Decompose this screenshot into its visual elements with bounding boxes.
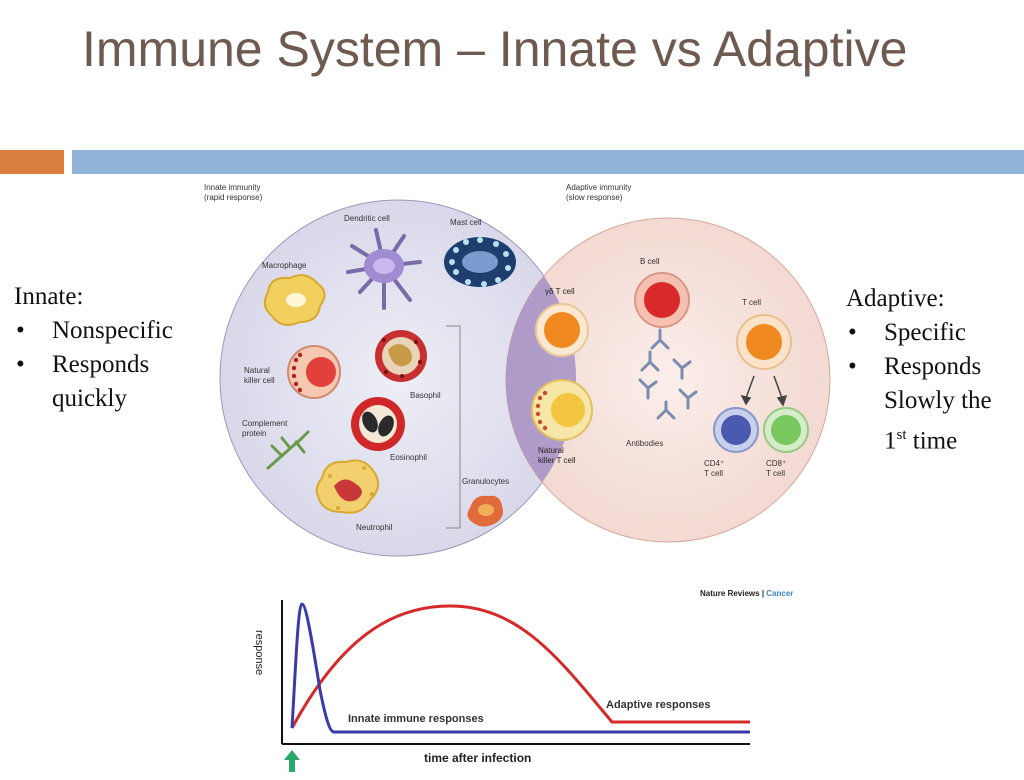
cd8-label-line2: T cell [766, 469, 785, 478]
adaptive-bullet: Specific [846, 316, 1024, 350]
nkt-cell-icon [531, 379, 593, 441]
basophil-label: Basophil [410, 391, 441, 400]
adaptive-header-line2: (slow response) [566, 193, 623, 202]
innate-heading: Innate: [14, 283, 84, 310]
t-cell-icon [736, 314, 792, 370]
cd4-label-line2: T cell [704, 469, 723, 478]
accent-bar-orange [0, 150, 64, 174]
innate-bullet: Responds quickly [14, 348, 162, 416]
cd4-label-line1: CD4⁺ [704, 459, 724, 468]
adaptive-header-line1: Adaptive immunity [566, 183, 631, 192]
macrophage-label: Macrophage [262, 261, 307, 270]
antibodies-icon [638, 328, 698, 420]
slide-title: Immune System – Innate vs Adaptive [82, 21, 908, 77]
complement-label-line2: protein [242, 429, 266, 438]
cd8-label-line1: CD8⁺ [766, 459, 786, 468]
nk-cell-label-line1: Natural [244, 366, 270, 375]
b-cell-label: B cell [640, 257, 660, 266]
basophil-icon [375, 330, 427, 382]
source-credit: Nature Reviews | Cancer [700, 589, 793, 598]
neutrophil-label: Neutrophil [356, 523, 393, 532]
antibodies-label: Antibodies [626, 439, 663, 448]
response-graph: response time after infection Innate imm… [253, 600, 750, 772]
dendritic-cell-label: Dendritic cell [344, 214, 390, 223]
graph-y-label: response [253, 630, 265, 675]
complement-label-line1: Complement [242, 419, 288, 428]
b-cell-icon [634, 272, 690, 328]
nk-cell-label-line2: killer cell [244, 376, 275, 385]
adaptive-heading: Adaptive: [846, 285, 945, 312]
infection-arrow-icon [284, 750, 300, 772]
adaptive-text-block: Adaptive: Specific Responds Slowly the 1… [846, 282, 1024, 458]
innate-bullet-list: Nonspecific Responds quickly [14, 314, 214, 416]
innate-curve-label: Innate immune responses [348, 713, 484, 725]
source-separator: | [760, 589, 767, 598]
innate-response-curve [290, 602, 750, 734]
granulocytes-bracket [446, 325, 461, 529]
innate-header-line2: (rapid response) [204, 193, 263, 202]
cd4-t-cell-icon [713, 407, 759, 453]
granulocytes-label: Granulocytes [462, 477, 509, 486]
nk-cell-icon [287, 345, 341, 399]
innate-text-block: Innate: Nonspecific Responds quickly [14, 280, 214, 416]
nkt-cell-label-line1: Natural [538, 446, 564, 455]
innate-bullet: Nonspecific [14, 314, 214, 348]
t-cell-arrows [740, 375, 788, 407]
innate-header-line1: Innate immunity [204, 183, 260, 192]
nkt-cell-label-line2: killer T cell [538, 456, 576, 465]
adaptive-bullet-list: Specific Responds Slowly the 1st time [846, 316, 1024, 458]
t-cell-label: T cell [742, 298, 761, 307]
eosinophil-label: Eosinophil [390, 453, 427, 462]
source-journal: Cancer [766, 589, 793, 598]
granulocyte-icon [467, 495, 503, 527]
mast-cell-icon [444, 237, 516, 287]
mast-cell-label: Mast cell [450, 218, 482, 227]
cd8-t-cell-icon [763, 407, 809, 453]
eosinophil-icon [351, 397, 405, 451]
source-brand: Nature Reviews [700, 589, 760, 598]
neutrophil-icon [315, 459, 380, 514]
gd-t-cell-label: γδ T cell [545, 287, 575, 296]
accent-bar-blue [72, 150, 1024, 174]
complement-protein-icon [266, 430, 310, 470]
adaptive-bullet: Responds Slowly the 1st time [846, 350, 1016, 458]
adaptive-curve-label: Adaptive responses [606, 699, 711, 711]
adaptive-response-curve [290, 604, 750, 729]
macrophage-icon [263, 274, 326, 326]
graph-x-label: time after infection [424, 751, 531, 765]
dendritic-cell-icon [346, 228, 422, 310]
gd-t-cell-icon [535, 303, 589, 357]
